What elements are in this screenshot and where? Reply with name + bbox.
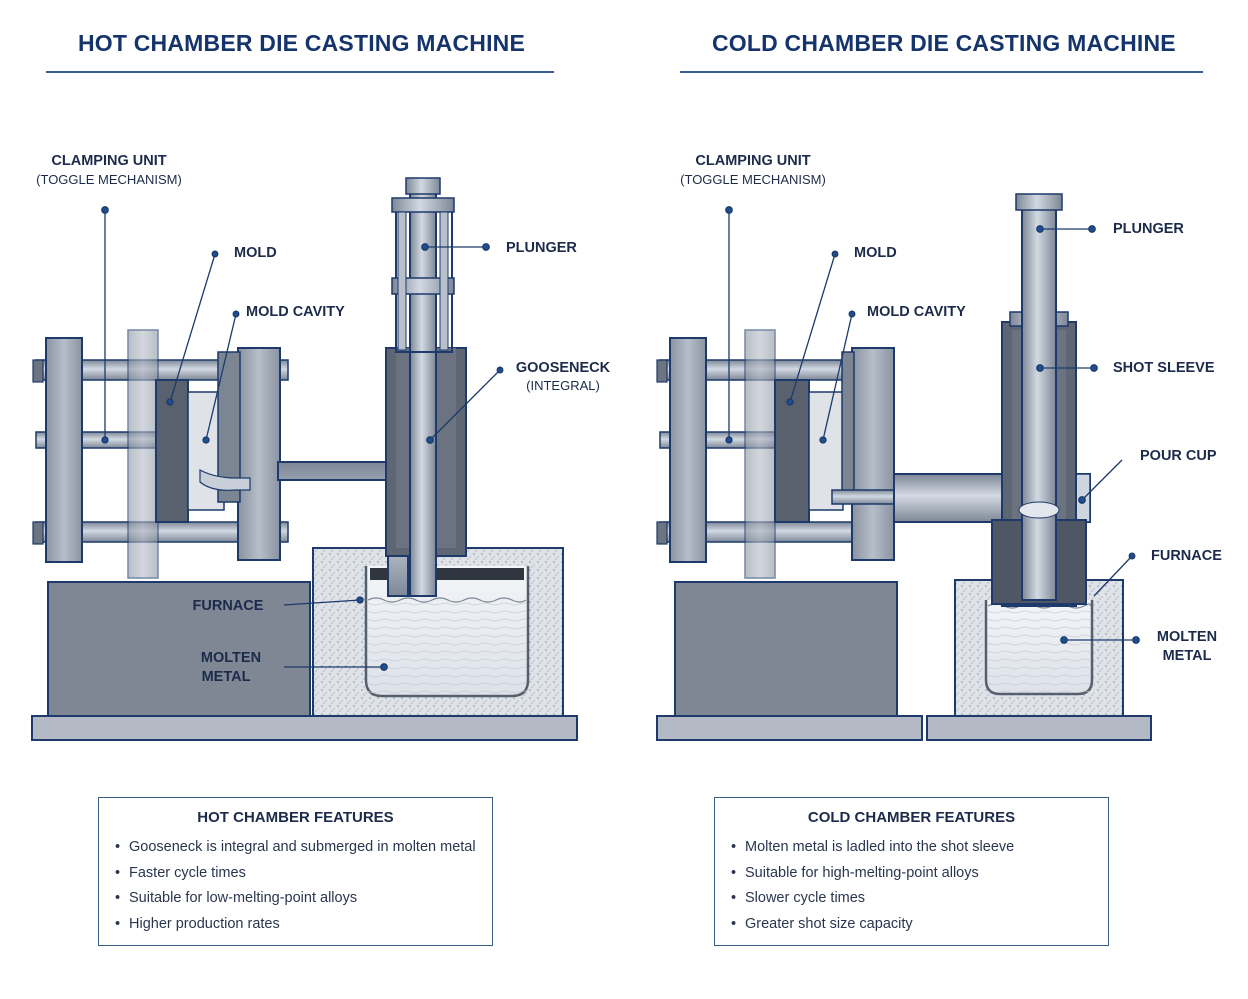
hot-labels: CLAMPING UNIT (TOGGLE MECHANISM) MOLD MO… [36, 153, 610, 685]
cold-base-plate-right [926, 715, 1152, 741]
hot-label-plunger: PLUNGER [506, 240, 577, 256]
cold-labels: CLAMPING UNIT (TOGGLE MECHANISM) MOLD MO… [680, 153, 1222, 664]
cold-features-list: •Molten metal is ladled into the shot sl… [731, 838, 1014, 940]
hot-feature-item: •Gooseneck is integral and submerged in … [115, 839, 476, 855]
cold-plunger-cap [1015, 193, 1063, 211]
hot-plunger-cap [405, 177, 441, 195]
cold-fixed-platen [851, 347, 895, 561]
cold-chamber-title: COLD CHAMBER DIE CASTING MACHINE [712, 30, 1176, 56]
cold-label-shot-sleeve: SHOT SLEEVE [1113, 360, 1215, 376]
hot-feature-item: •Faster cycle times [115, 864, 246, 881]
cold-label-pour-cup: POUR CUP [1140, 448, 1217, 464]
cold-features-title: COLD CHAMBER FEATURES [807, 809, 1016, 826]
cold-title-rule [680, 71, 1203, 73]
cold-chamber-machine [656, 193, 1152, 741]
cold-base-plate-left [656, 715, 923, 741]
hot-chamber-machine [31, 177, 578, 741]
hot-fixed-platen [237, 347, 281, 561]
cold-label-mold: MOLD [854, 245, 897, 261]
cold-feature-item: •Molten metal is ladled into the shot sl… [731, 839, 1015, 855]
hot-label-clamping-unit: CLAMPING UNIT [51, 153, 166, 169]
hot-feature-item: •Suitable for low-melting-point alloys [115, 890, 358, 906]
cold-label-molten-1: MOLTEN [1157, 629, 1217, 645]
cold-label-clamping-unit: CLAMPING UNIT [695, 153, 810, 169]
hot-leaders [101, 206, 504, 671]
hot-chamber-title: HOT CHAMBER DIE CASTING MACHINE [78, 30, 526, 56]
cold-label-mold-cavity: MOLD CAVITY [867, 304, 966, 320]
cold-machine-frame [674, 581, 898, 717]
cold-feature-item: •Slower cycle times [731, 890, 866, 906]
hot-base-plate [31, 715, 578, 741]
cold-plunger-rod [1021, 195, 1057, 601]
hot-label-mold: MOLD [234, 245, 277, 261]
hot-features-list: •Gooseneck is integral and submerged in … [115, 838, 476, 940]
cold-label-furnace: FURNACE [1151, 548, 1222, 564]
hot-features-box: HOT CHAMBER FEATURES •Gooseneck is integ… [98, 797, 493, 946]
cold-feature-item: •Greater shot size capacity [731, 915, 913, 932]
cold-label-molten-2: METAL [1163, 648, 1212, 664]
hot-plunger-rod [409, 179, 437, 597]
cold-moving-platen [744, 329, 776, 579]
cold-label-plunger: PLUNGER [1113, 221, 1184, 237]
hot-label-molten-2: METAL [202, 669, 251, 685]
cold-molten-metal [988, 604, 1090, 692]
hot-machine-frame [47, 581, 311, 717]
hot-feature-item: •Higher production rates [115, 915, 280, 932]
cold-leaders [725, 206, 1140, 644]
hot-label-molten-1: MOLTEN [201, 650, 261, 666]
hot-moving-platen [127, 329, 159, 579]
cold-feature-item: •Suitable for high-melting-point alloys [731, 864, 979, 881]
hot-features-title: HOT CHAMBER FEATURES [197, 809, 394, 826]
hot-label-gooseneck-sub: (INTEGRAL) [526, 378, 600, 393]
hot-title-rule [46, 71, 554, 73]
hot-label-mold-cavity: MOLD CAVITY [246, 304, 345, 320]
cold-rear-platen [669, 337, 707, 563]
hot-mold-half-moving [155, 379, 189, 523]
hot-molten-metal [368, 598, 526, 694]
hot-label-clamping-sub: (TOGGLE MECHANISM) [36, 172, 182, 187]
hot-rear-platen [45, 337, 83, 563]
cold-label-clamping-sub: (TOGGLE MECHANISM) [680, 172, 826, 187]
hot-clamping-dot [101, 206, 109, 214]
cold-mold-half-moving [774, 379, 810, 523]
hot-label-gooseneck: GOOSENECK [516, 360, 611, 376]
hot-label-furnace: FURNACE [193, 598, 264, 614]
cold-features-box: COLD CHAMBER FEATURES •Molten metal is l… [714, 797, 1109, 946]
